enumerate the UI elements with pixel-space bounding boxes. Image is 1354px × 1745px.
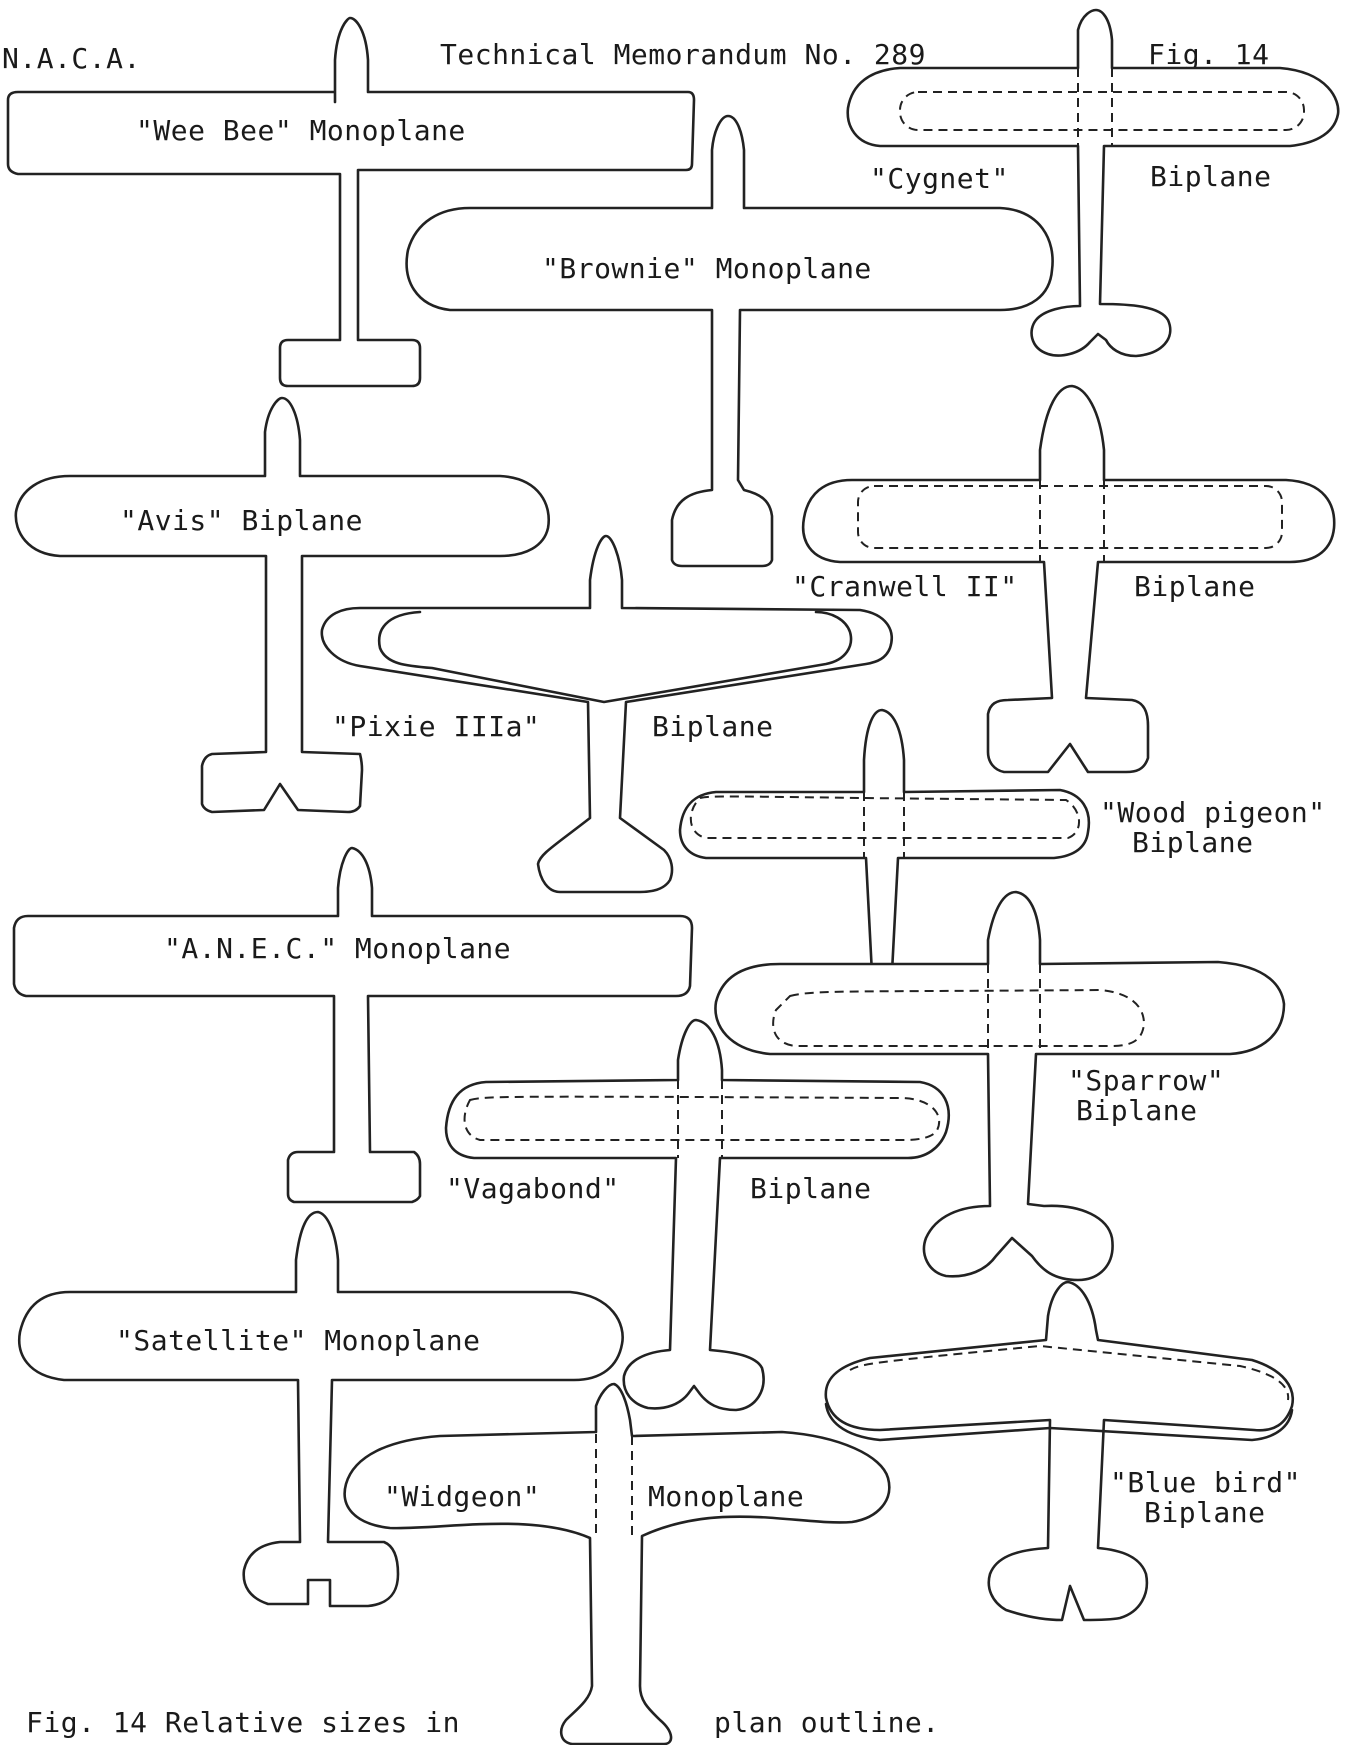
label-bluebird-type: Biplane (1144, 1496, 1266, 1529)
label-cygnet-type: Biplane (1150, 160, 1272, 193)
label-satellite: "Satellite" Monoplane (116, 1324, 481, 1357)
label-cranwell-name: "Cranwell II" (792, 570, 1018, 603)
header-fig: Fig. 14 (1148, 38, 1270, 71)
label-avis: "Avis" Biplane (120, 504, 363, 537)
label-vagabond-type: Biplane (750, 1172, 872, 1205)
anec-outline (12, 846, 694, 1204)
label-bluebird-name: "Blue bird" (1110, 1466, 1301, 1499)
label-sparrow-name: "Sparrow" (1068, 1064, 1224, 1097)
label-woodpigeon-name: "Wood pigeon" (1100, 796, 1326, 829)
caption-left: Fig. 14 Relative sizes in (26, 1706, 460, 1739)
label-widgeon-name: "Widgeon" (384, 1480, 540, 1513)
brownie-outline (405, 114, 1054, 568)
sparrow-outline (714, 890, 1286, 1282)
label-vagabond-name: "Vagabond" (446, 1172, 620, 1205)
cranwell-outline (801, 384, 1336, 774)
label-cranwell-type: Biplane (1134, 570, 1256, 603)
header-memo: Technical Memorandum No. 289 (440, 38, 926, 71)
label-woodpigeon-type: Biplane (1132, 826, 1254, 859)
vagabond-outline (444, 1018, 951, 1412)
label-anec: "A.N.E.C." Monoplane (164, 932, 511, 965)
cygnet-outline (846, 8, 1340, 358)
caption-right: plan outline. (714, 1706, 940, 1739)
label-brownie: "Brownie" Monoplane (542, 252, 872, 285)
bluebird-outline (824, 1280, 1295, 1622)
label-cygnet-name: "Cygnet" (870, 162, 1009, 195)
wee-bee-outline (6, 16, 696, 388)
label-sparrow-type: Biplane (1076, 1094, 1198, 1127)
satellite-outline (17, 1210, 624, 1608)
avis-outline (14, 396, 551, 814)
label-pixie-type: Biplane (652, 710, 774, 743)
pixie-outline (320, 534, 893, 894)
widgeon-outline (343, 1382, 891, 1745)
label-wee-bee: "Wee Bee" Monoplane (136, 114, 466, 147)
header-org: N.A.C.A. (2, 42, 141, 75)
label-widgeon-type: Monoplane (648, 1480, 804, 1513)
label-pixie-name: "Pixie IIIa" (332, 710, 540, 743)
